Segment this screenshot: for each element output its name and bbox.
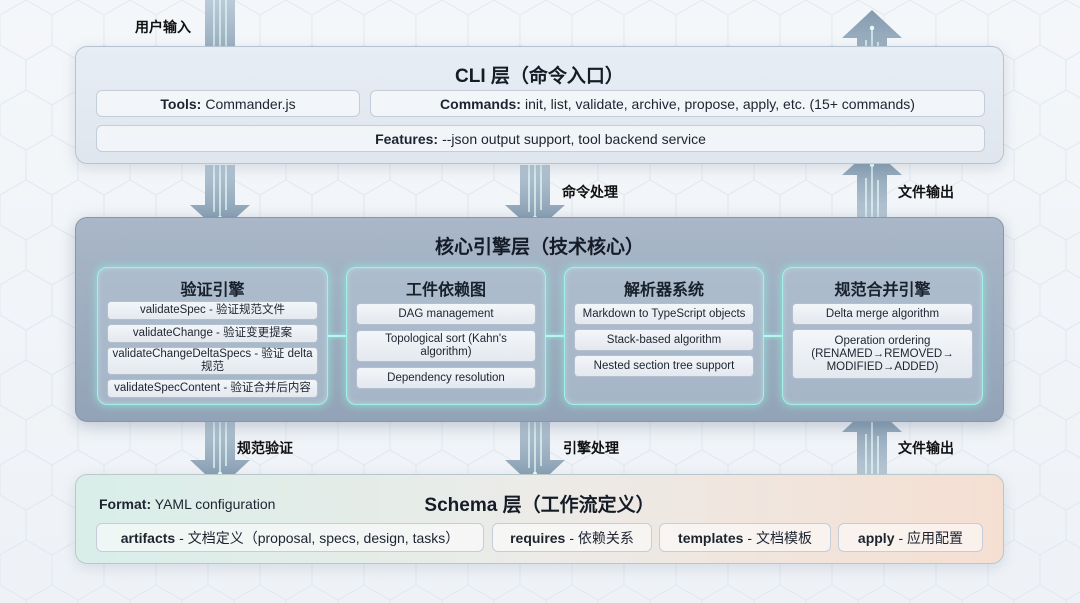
module-item: Nested section tree support xyxy=(574,355,754,377)
command-processing-arrow xyxy=(505,165,565,232)
core-engine-layer: 核心引擎层（技术核心） 验证引擎 validateSpec - 验证规范文件 v… xyxy=(75,217,1004,422)
file-output-label-1: 文件输出 xyxy=(898,184,954,200)
cli-commands-pill: Commands: init, list, validate, archive,… xyxy=(370,90,985,117)
module-item: Markdown to TypeScript objects xyxy=(574,303,754,325)
spec-merge-engine-module: 规范合并引擎 Delta merge algorithm Operation o… xyxy=(782,267,983,405)
cli-layer-title: CLI 层（命令入口） xyxy=(455,66,624,87)
module-connector xyxy=(546,335,564,337)
schema-requires-label: requires xyxy=(510,529,566,546)
command-processing-label: 命令处理 xyxy=(562,184,618,200)
module-item: validateChange - 验证变更提案 xyxy=(107,324,318,343)
module-item: Stack-based algorithm xyxy=(574,329,754,351)
spec-validation-label: 规范验证 xyxy=(237,440,293,456)
module-item: Dependency resolution xyxy=(356,367,536,389)
cli-features-value: --json output support, tool backend serv… xyxy=(442,130,706,147)
schema-format: Format: YAML configuration xyxy=(99,496,275,512)
module-connector xyxy=(764,335,782,337)
schema-requires-pill: requires - 依赖关系 xyxy=(492,523,652,552)
schema-apply-pill: apply - 应用配置 xyxy=(838,523,983,552)
cli-commands-value: init, list, validate, archive, propose, … xyxy=(524,95,915,112)
schema-format-value: YAML configuration xyxy=(154,496,276,512)
schema-templates-pill: templates - 文档模板 xyxy=(659,523,831,552)
cli-layer: CLI 层（命令入口） Tools: Commander.js Commands… xyxy=(75,46,1004,164)
schema-artifacts-value: - 文档定义（proposal, specs, design, tasks） xyxy=(179,529,460,546)
validation-engine-module: 验证引擎 validateSpec - 验证规范文件 validateChang… xyxy=(97,267,328,405)
module-title: 验证引擎 xyxy=(180,282,245,299)
schema-templates-value: - 文档模板 xyxy=(747,529,812,546)
cli-tools-label: Tools: xyxy=(160,95,202,112)
cli-commands-label: Commands: xyxy=(440,95,521,112)
schema-layer: Format: YAML configuration Schema 层（工作流定… xyxy=(75,474,1004,564)
file-output-arrow-1 xyxy=(842,148,902,217)
cli-features-pill: Features: --json output support, tool ba… xyxy=(96,125,985,152)
module-item: Operation ordering (RENAMED→REMOVED→ MOD… xyxy=(792,329,973,379)
file-output-label-2: 文件输出 xyxy=(898,440,954,456)
module-item: validateSpecContent - 验证合并后内容 xyxy=(107,379,318,398)
core-layer-title: 核心引擎层（技术核心） xyxy=(434,237,644,258)
module-item: validateSpec - 验证规范文件 xyxy=(107,301,318,320)
schema-apply-label: apply xyxy=(857,529,895,546)
schema-apply-value: - 应用配置 xyxy=(898,529,964,546)
cli-features-label: Features: xyxy=(375,130,439,147)
engine-processing-label: 引擎处理 xyxy=(563,440,619,456)
schema-artifacts-label: artifacts xyxy=(120,529,176,546)
module-item: DAG management xyxy=(356,303,536,325)
schema-requires-value: - 依赖关系 xyxy=(569,529,634,546)
module-title: 解析器系统 xyxy=(623,282,704,299)
user-input-label: 用户输入 xyxy=(135,19,191,35)
module-title: 规范合并引擎 xyxy=(834,282,931,299)
module-item: Delta merge algorithm xyxy=(792,303,973,325)
cli-tools-value: Commander.js xyxy=(205,95,296,112)
module-connector xyxy=(328,335,346,337)
module-item: Topological sort (Kahn's algorithm) xyxy=(356,330,536,362)
schema-format-label: Format: xyxy=(99,496,152,512)
module-item: validateChangeDeltaSpecs - 验证 delta 规范 xyxy=(107,347,318,375)
schema-artifacts-pill: artifacts - 文档定义（proposal, specs, design… xyxy=(96,523,484,552)
cli-tools-pill: Tools: Commander.js xyxy=(96,90,360,117)
module-title: 工件依赖图 xyxy=(405,282,486,299)
parser-system-module: 解析器系统 Markdown to TypeScript objects Sta… xyxy=(564,267,764,405)
schema-layer-title: Schema 层（工作流定义） xyxy=(424,495,655,516)
schema-templates-label: templates xyxy=(678,529,744,546)
artifact-graph-module: 工件依赖图 DAG management Topological sort (K… xyxy=(346,267,546,405)
